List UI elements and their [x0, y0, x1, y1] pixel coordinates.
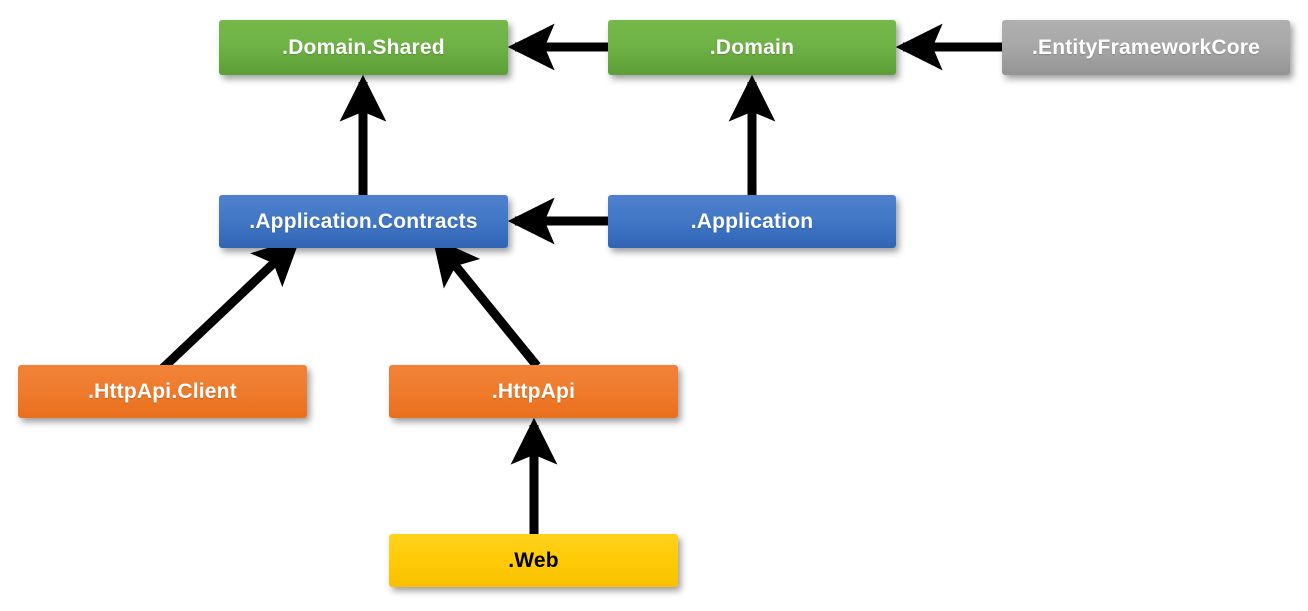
node-application-contracts[interactable]: .Application.Contracts: [219, 195, 508, 248]
node-application[interactable]: .Application: [608, 195, 896, 248]
node-domain-label: .Domain: [709, 35, 795, 59]
node-http-api-client-label: .HttpApi.Client: [88, 379, 237, 403]
node-web[interactable]: .Web: [389, 534, 678, 587]
arrow-http-api-to-application-contracts: [432, 237, 541, 369]
node-http-api[interactable]: .HttpApi: [389, 365, 678, 418]
node-domain[interactable]: .Domain: [608, 20, 896, 75]
node-http-api-label: .HttpApi: [491, 379, 576, 403]
node-web-label: .Web: [508, 548, 559, 572]
node-application-label: .Application: [690, 209, 814, 233]
node-domain-shared[interactable]: .Domain.Shared: [219, 20, 508, 75]
node-domain-shared-label: .Domain.Shared: [282, 35, 445, 59]
node-entity-framework-core[interactable]: .EntityFrameworkCore: [1002, 20, 1290, 75]
arrow-http-api-client-to-application-contracts: [159, 238, 301, 372]
node-http-api-client[interactable]: .HttpApi.Client: [18, 365, 307, 418]
node-entity-framework-core-label: .EntityFrameworkCore: [1031, 35, 1261, 59]
node-application-contracts-label: .Application.Contracts: [249, 209, 478, 233]
